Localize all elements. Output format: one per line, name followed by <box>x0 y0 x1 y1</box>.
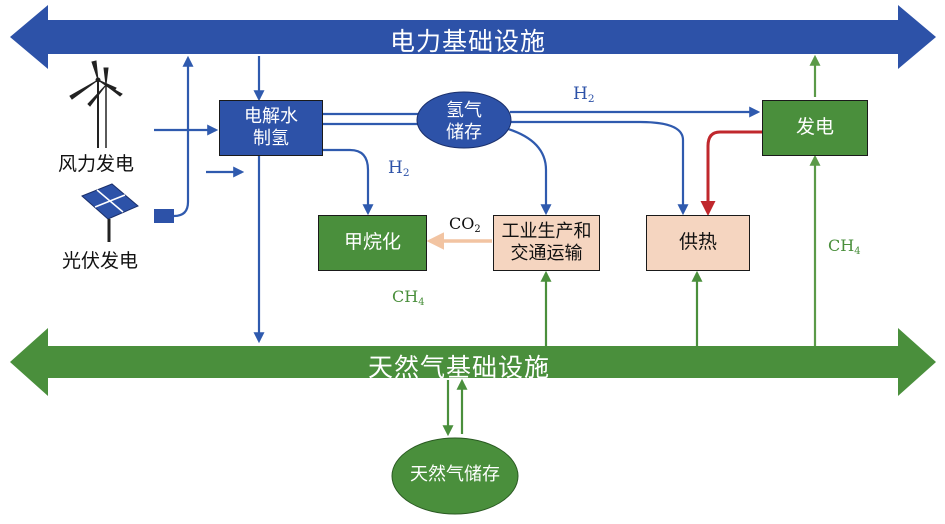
electrolysis-line-2: 制氢 <box>253 128 289 149</box>
h2-storage-label: 氢气 储存 <box>437 100 491 143</box>
heating-label: 供热 <box>678 231 717 254</box>
methanation-box: 甲烷化 <box>318 215 427 271</box>
solar-panel-icon <box>81 183 139 242</box>
h2-to-heating-line <box>510 120 689 216</box>
ch4-right-label: CH4 <box>828 236 861 257</box>
storage-to-industry-arrow <box>504 126 552 216</box>
h2-storage-line-2: 储存 <box>446 121 482 143</box>
h2-mid-label: H2 <box>388 158 410 180</box>
power-banner <box>10 5 936 69</box>
h2-storage-line-1: 氢气 <box>446 100 482 121</box>
industry-line-2: 交通运输 <box>510 243 583 264</box>
industry-transport-box: 工业生产和 交通运输 <box>493 215 600 271</box>
electrolysis-box: 电解水 制氢 <box>219 100 323 156</box>
solar-to-power-arrow <box>173 55 194 218</box>
gas-storage-node <box>391 437 519 515</box>
heating-box: 供热 <box>646 215 750 271</box>
methanation-label: 甲烷化 <box>343 231 401 254</box>
gas-banner-label: 天然气基础设施 <box>368 353 551 382</box>
gas-banner <box>10 328 936 396</box>
solar-output-block <box>154 209 174 223</box>
wind-turbine-icon <box>69 60 123 148</box>
industry-line-1: 工业生产和 <box>501 220 592 242</box>
h2-top-label: H2 <box>573 84 595 106</box>
wind-label: 风力发电 <box>58 153 135 175</box>
power-banner-label: 电力基础设施 <box>390 27 547 56</box>
generation-box: 发电 <box>762 100 868 156</box>
co2-label: CO2 <box>449 214 481 235</box>
generation-label: 发电 <box>795 116 834 139</box>
electrolysis-line-1: 电解水 <box>244 105 298 127</box>
solar-label: 光伏发电 <box>62 250 139 272</box>
h2-storage-node <box>416 91 512 149</box>
ch4-left-label: CH4 <box>392 287 425 308</box>
gas-storage-label: 天然气储存 <box>410 464 500 485</box>
electrolysis-to-methanation-arrow <box>323 148 374 216</box>
generation-to-heating-arrow <box>700 130 762 216</box>
